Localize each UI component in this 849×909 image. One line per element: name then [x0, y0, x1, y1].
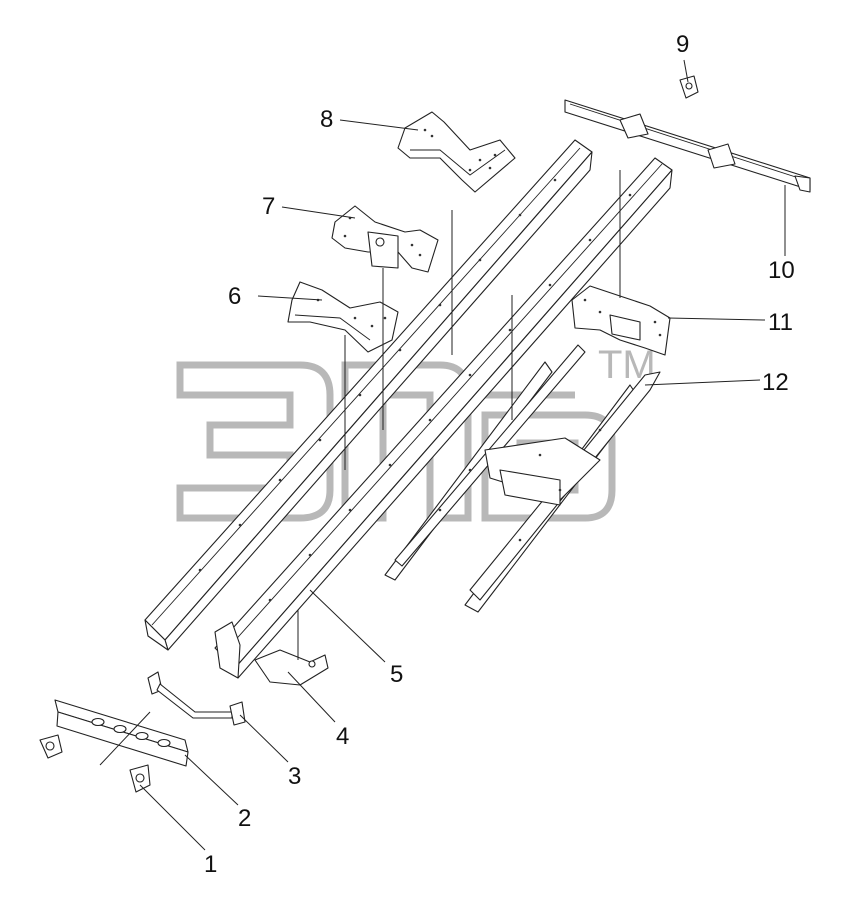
- callout-3: 3: [288, 763, 301, 790]
- callout-4: 4: [336, 723, 349, 750]
- part-4-bracket: [254, 649, 329, 686]
- callout-11: 11: [768, 309, 793, 336]
- part-6-crossmember: [287, 281, 399, 353]
- callout-leaders: [139, 59, 786, 851]
- callout-5: 5: [390, 661, 403, 688]
- part-8-crossmember: [397, 111, 516, 193]
- callout-8: 8: [320, 106, 333, 133]
- callout-12: 12: [762, 369, 789, 396]
- part-5-side-rail: [214, 157, 673, 679]
- part-9-bracket: [679, 75, 699, 99]
- left-side-rail: [144, 139, 593, 651]
- part-11-crossmember: [571, 285, 671, 356]
- part-10-cross-rail: [564, 99, 811, 193]
- part-3-rod: [147, 671, 246, 726]
- part-2-bumper-plate: [54, 699, 189, 767]
- callout-labels: 1 2 3 4 5 6 7 8 9 10 11 12: [204, 31, 795, 878]
- part-7-crossmember: [331, 205, 439, 273]
- callout-9: 9: [676, 31, 689, 58]
- part-1-tow-hook: [39, 734, 151, 793]
- callout-7: 7: [262, 193, 275, 220]
- callout-6: 6: [228, 283, 241, 310]
- part-12-subframe: [384, 344, 661, 613]
- callout-1: 1: [204, 851, 217, 878]
- callout-2: 2: [238, 805, 251, 832]
- callout-10: 10: [768, 257, 795, 284]
- assembly-lines: [99, 170, 621, 766]
